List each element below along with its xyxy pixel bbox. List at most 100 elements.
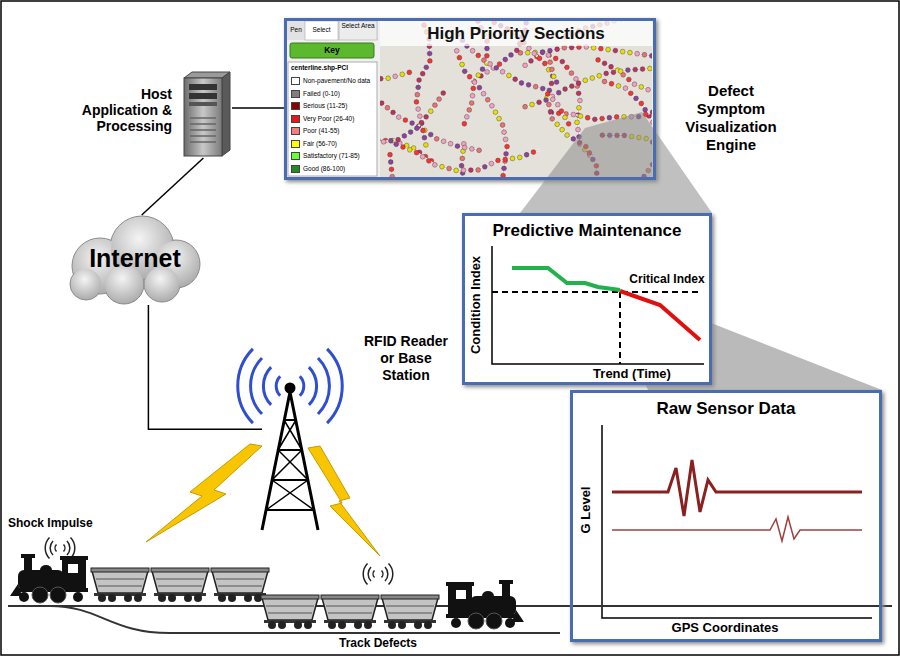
map-marker (447, 166, 452, 171)
map-marker (590, 76, 595, 81)
map-marker (462, 69, 467, 74)
map-marker (441, 91, 446, 96)
drive-bay (189, 102, 217, 106)
map-marker (571, 137, 576, 142)
tab (339, 21, 377, 40)
map-marker (649, 53, 652, 58)
map-marker (569, 84, 574, 89)
map-marker (560, 127, 565, 132)
map-marker (461, 168, 466, 173)
legend-row: Non-pavement/No data (291, 75, 376, 88)
server-front (184, 78, 222, 156)
map-marker (388, 152, 393, 157)
map-marker (609, 81, 614, 86)
legend-text: Satisfactory (71-85) (303, 152, 360, 159)
legend-text: Good (86-100) (303, 165, 345, 172)
map-marker (420, 154, 425, 159)
map-marker (576, 91, 581, 96)
map-marker (514, 48, 519, 53)
map-marker (408, 130, 413, 135)
map-marker (569, 71, 574, 76)
map-marker (616, 84, 621, 89)
map-marker (428, 109, 433, 114)
map-marker (489, 161, 494, 166)
chart-axes (602, 425, 872, 618)
map-marker (391, 110, 396, 115)
chart-box: Raw Sensor Data (570, 390, 882, 642)
server-icon (184, 72, 230, 156)
map-marker (454, 48, 459, 53)
map-marker (416, 85, 421, 90)
map (380, 20, 652, 178)
map-marker (503, 157, 508, 162)
legend-swatch (291, 127, 300, 135)
map-marker (505, 144, 510, 149)
map-marker (396, 137, 401, 142)
map-marker (540, 50, 545, 55)
map-marker (385, 105, 390, 110)
map-marker (462, 145, 467, 150)
map-marker (476, 73, 481, 78)
legend-swatch (291, 152, 300, 160)
threshold-label: Critical Index (626, 272, 708, 286)
map-marker (427, 51, 432, 56)
map-marker (414, 100, 419, 105)
map-marker (640, 67, 645, 72)
map-road (396, 144, 540, 170)
signal-wave (276, 376, 304, 396)
map-marker (550, 116, 555, 121)
map-marker (477, 148, 482, 153)
drive-bay (189, 93, 217, 99)
map-marker (421, 128, 426, 133)
map-marker (542, 61, 547, 66)
map-marker (457, 55, 462, 60)
chart-ground (462, 213, 712, 385)
map-marker (484, 53, 489, 58)
map-marker (407, 70, 412, 75)
signal-wave (50, 541, 70, 555)
map-marker (544, 98, 549, 103)
map-marker (500, 123, 505, 128)
map-marker (613, 48, 618, 53)
map-marker (559, 109, 564, 114)
map-marker (434, 136, 439, 141)
map-marker (502, 166, 507, 171)
map-marker (525, 50, 530, 55)
map-marker (440, 164, 445, 169)
node-title: RFID Reader or Base Station (358, 333, 454, 383)
map-marker (477, 85, 482, 90)
map-marker (454, 168, 459, 173)
map-marker (417, 78, 422, 83)
map-marker (433, 103, 438, 108)
legend-row: Failed (0-10) (291, 88, 376, 101)
map-marker (526, 82, 531, 87)
map-marker (488, 62, 493, 67)
map-marker (548, 48, 553, 53)
map-marker (422, 135, 427, 140)
map-marker (464, 114, 469, 119)
map-marker (650, 120, 652, 125)
map-marker (604, 71, 609, 76)
map-marker (555, 47, 560, 52)
map-marker (416, 107, 421, 112)
map-marker (396, 115, 401, 120)
node-title: Raw Sensor Data (573, 399, 879, 419)
axis-label: Condition Index (468, 249, 484, 361)
map-marker (548, 109, 553, 114)
map-road (380, 140, 431, 178)
map-marker (606, 47, 611, 52)
map-marker (510, 156, 515, 161)
map-marker (485, 97, 490, 102)
map-marker (646, 87, 651, 92)
connector-line (142, 158, 204, 215)
map-marker (647, 66, 652, 71)
map-marker (563, 87, 568, 92)
map-marker (555, 102, 560, 107)
map-marker (531, 150, 536, 155)
map-marker (571, 112, 576, 117)
map-marker (550, 97, 555, 102)
map-marker (527, 46, 532, 51)
map-marker (432, 162, 437, 167)
axis-label: GPS Coordinates (650, 620, 800, 635)
